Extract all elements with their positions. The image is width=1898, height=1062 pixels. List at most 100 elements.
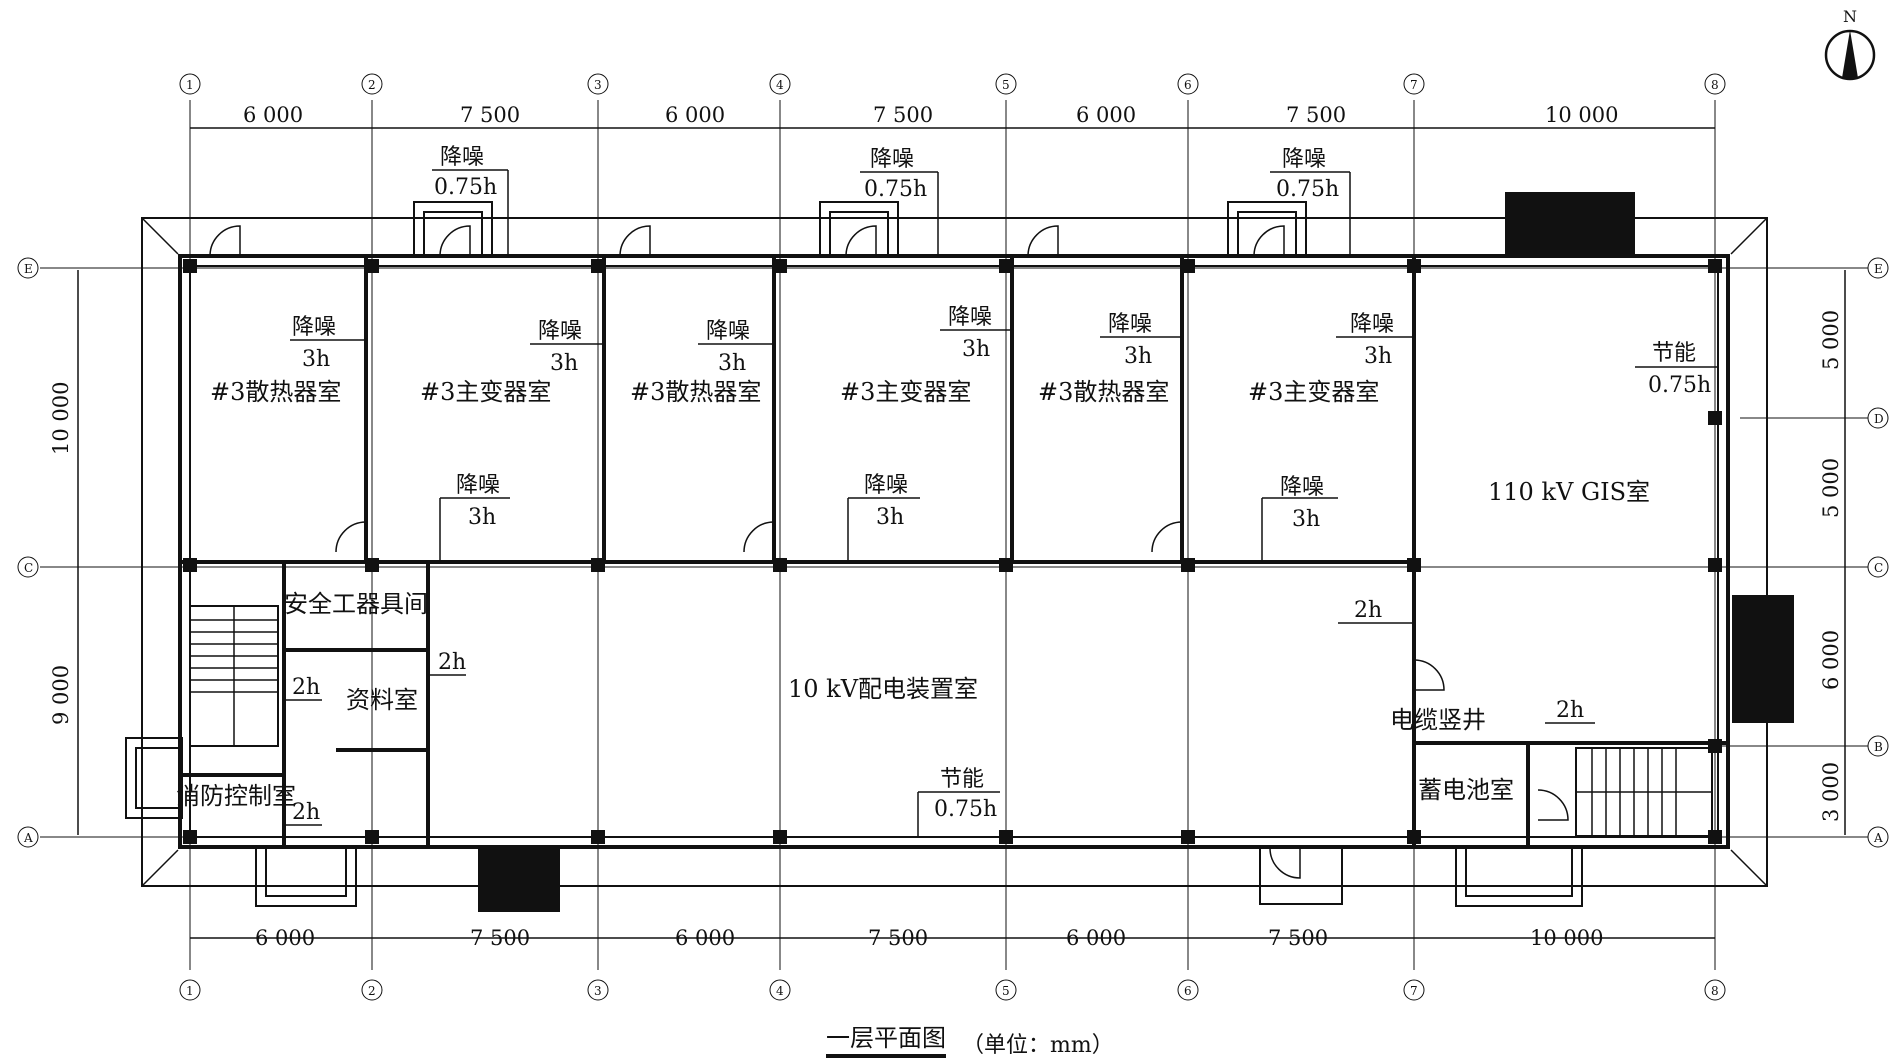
grid-label: 3 [594,984,602,998]
time-tag: 0.75h [1276,177,1339,202]
dim-text: 6 000 [243,103,303,127]
time-tag: 3h [550,351,578,376]
top-dimensions: 6 000 7 500 6 000 7 500 6 000 7 500 10 0… [243,103,1618,127]
grid-label: E [1874,262,1883,276]
north-arrow-icon: N [1824,7,1876,81]
exterior-wall [178,254,1730,849]
grid-bubbles-top: 1 2 3 4 5 6 7 8 [179,73,1726,95]
dim-text: 7 500 [460,103,520,127]
noise-tag: 降噪 [292,315,336,340]
time-tag: 2h [1556,698,1584,723]
grid-label: A [1873,831,1883,845]
time-tag: 2h [292,675,320,700]
noise-tag: 降噪 [440,145,484,170]
grid-label: A [23,831,33,845]
dim-text: 10 000 [49,382,73,455]
stair-left-icon [189,605,279,747]
dim-text: 7 500 [868,926,928,950]
room-label-transformer-3: #3主变器室 [1248,378,1379,406]
dim-text: 6 000 [1066,926,1126,950]
exterior-wall-inner [189,265,1719,838]
time-tag: 0.75h [1648,373,1711,398]
grid-label: 6 [1184,78,1192,92]
grid-label: 7 [1410,78,1418,92]
room-labels: #3散热器室 #3主变器室 #3散热器室 #3主变器室 #3散热器室 #3主变器… [176,378,1650,810]
dim-text: 6 000 [675,926,735,950]
room-label-radiator-3: #3散热器室 [1038,378,1169,406]
room-label-distribution: 10 kV配电装置室 [788,675,978,703]
energy-tag: 节能 [940,767,984,792]
time-tag: 2h [292,800,320,825]
grid-label: 1 [186,78,194,92]
energy-tag: 节能 [1652,341,1696,366]
room-label-fire-control: 消防控制室 [176,782,296,810]
noise-tag: 降噪 [1282,147,1326,172]
room-label-cable-shaft: 电缆竖井 [1390,706,1486,734]
vent-enclosure-icons [125,201,1583,907]
time-tag: 3h [302,347,330,372]
noise-tag: 降噪 [1350,312,1394,337]
grid-bubbles-bottom: 1 2 3 4 5 6 7 8 [179,979,1726,1001]
time-tag: 3h [962,337,990,362]
grid-label: 4 [776,984,784,998]
grid-label: 2 [368,984,376,998]
north-label: N [1843,7,1857,26]
grid-label: E [24,262,33,276]
dim-text: 6 000 [255,926,315,950]
dim-text: 9 000 [49,665,73,725]
left-dimensions: 10 000 9 000 [49,382,73,725]
grid-label: 1 [186,984,194,998]
time-tag: 0.75h [934,797,997,822]
dim-text: 7 500 [1286,103,1346,127]
dim-text: 7 500 [873,103,933,127]
grid-label: 3 [594,78,602,92]
noise-tag: 降噪 [456,473,500,498]
right-dimensions: 5 000 5 000 6 000 3 000 [1819,310,1843,822]
room-label-transformer-1: #3主变器室 [420,378,551,406]
time-tag: 3h [468,505,496,530]
door-icons [209,225,1569,879]
dim-text: 5 000 [1819,458,1843,518]
dim-text: 3 000 [1819,762,1843,822]
time-tag: 3h [1364,344,1392,369]
grid-label: 5 [1002,984,1010,998]
room-label-radiator-1: #3散热器室 [210,378,341,406]
room-label-gis: 110 kV GIS室 [1488,478,1650,506]
noise-tag: 降噪 [1280,475,1324,500]
noise-tag: 降噪 [706,319,750,344]
noise-tag: 降噪 [1108,312,1152,337]
time-tag: 3h [1124,344,1152,369]
louver-icon [478,192,1794,912]
time-tag: 2h [438,650,466,675]
dim-text: 7 500 [470,926,530,950]
grid-label: 6 [1184,984,1192,998]
time-tag: 0.75h [434,175,497,200]
interior-walls [180,256,1728,847]
grid-label: B [1874,740,1883,754]
room-label-radiator-2: #3散热器室 [630,378,761,406]
dim-text: 6 000 [665,103,725,127]
grid-label: 8 [1711,984,1719,998]
room-label-transformer-2: #3主变器室 [840,378,971,406]
grid-label: 7 [1410,984,1418,998]
dim-text: 7 500 [1268,926,1328,950]
time-tag: 3h [718,351,746,376]
caption-title: 一层平面图 [826,1024,946,1052]
time-tag: 2h [1354,598,1382,623]
tag-leaders [284,169,1718,837]
dim-text: 6 000 [1076,103,1136,127]
room-label-archive: 资料室 [346,686,418,714]
time-tag: 0.75h [864,177,927,202]
grid-label: C [1874,561,1883,575]
dim-text: 10 000 [1545,103,1618,127]
grid-label: 2 [368,78,376,92]
bottom-dimensions: 6 000 7 500 6 000 7 500 6 000 7 500 10 0… [255,926,1603,950]
noise-tag: 降噪 [864,473,908,498]
grid-bubbles-right: E D C B A [1867,257,1889,848]
fire-rating-tags: 降噪 0.75h 降噪 0.75h 降噪 0.75h 降噪 3h 降噪 3h 降… [292,145,1711,825]
noise-tag: 降噪 [948,305,992,330]
grid-label: 8 [1711,78,1719,92]
roof-outline [141,217,1768,887]
room-label-tools: 安全工器具间 [284,590,428,618]
